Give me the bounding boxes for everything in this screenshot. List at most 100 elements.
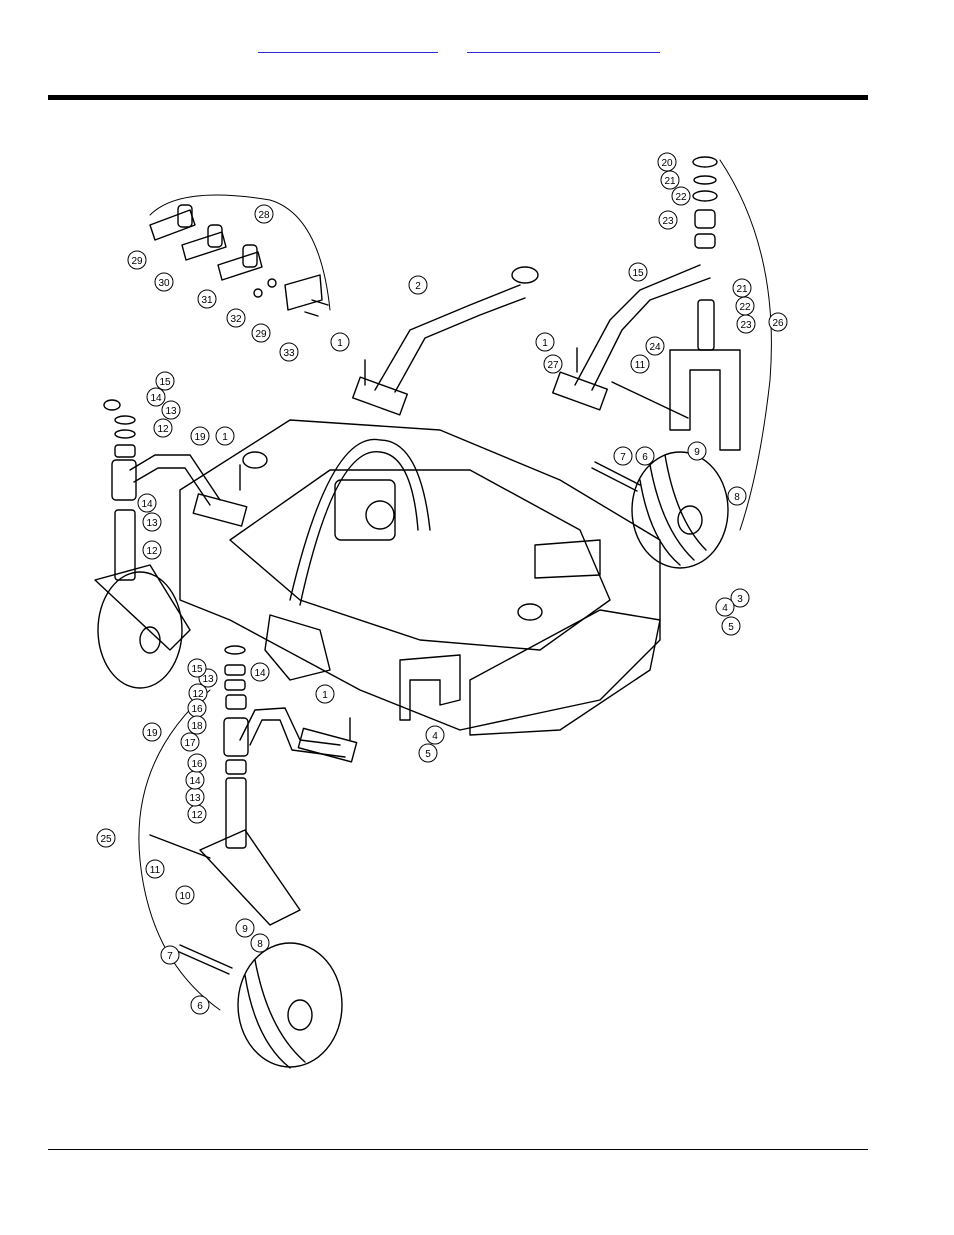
- svg-text:11: 11: [150, 865, 161, 876]
- callout-11: 11: [631, 355, 649, 373]
- svg-text:2: 2: [415, 281, 421, 292]
- svg-text:16: 16: [191, 759, 203, 770]
- right-stack-23a: [695, 210, 715, 228]
- svg-text:13: 13: [165, 406, 177, 417]
- callout-10: 10: [176, 886, 194, 904]
- callout-29: 29: [128, 251, 146, 269]
- callout-21: 21: [661, 171, 679, 189]
- deck-top-surface: [230, 470, 610, 650]
- callout-13b: 13: [143, 513, 161, 531]
- callout-7b: 7: [161, 946, 179, 964]
- svg-text:4: 4: [432, 731, 438, 742]
- svg-text:29: 29: [131, 256, 143, 267]
- callout-12b: 12: [143, 541, 161, 559]
- front-left-fork: [200, 830, 300, 925]
- svg-text:1: 1: [542, 338, 548, 349]
- svg-text:7: 7: [620, 452, 626, 463]
- callout-22b: 22: [736, 297, 754, 315]
- svg-text:12: 12: [191, 810, 203, 821]
- callout-13d: 13: [186, 788, 204, 806]
- callout-16: 16: [188, 699, 206, 717]
- callout-16b: 16: [188, 754, 206, 772]
- callout-19b: 19: [143, 723, 161, 741]
- inset-leveling-link-30: [182, 232, 226, 260]
- front-left-arm: [240, 708, 340, 745]
- callout-26: 26: [769, 313, 787, 331]
- svg-text:10: 10: [179, 891, 191, 902]
- right-stack-22: [693, 191, 717, 201]
- a-frame-tube: [290, 439, 430, 600]
- front-left-stack-12: [225, 680, 245, 690]
- header-rule: [48, 95, 868, 100]
- header-link-1[interactable]: [258, 38, 438, 53]
- footer-rule: [48, 1149, 868, 1150]
- callout-27: 27: [544, 355, 562, 373]
- deck-knob-left: [243, 452, 267, 468]
- left-rear-stack-13: [115, 430, 135, 438]
- inset-leveling-link-29: [150, 210, 195, 240]
- svg-text:24: 24: [649, 342, 661, 353]
- callout-12d: 12: [188, 805, 206, 823]
- callout-5: 5: [722, 617, 740, 635]
- svg-text:23: 23: [662, 216, 674, 227]
- right-stack-20: [693, 157, 717, 167]
- svg-text:1: 1: [322, 690, 328, 701]
- callout-17: 17: [181, 733, 199, 751]
- callout-21b: 21: [733, 279, 751, 297]
- leader-26: [720, 160, 771, 530]
- callout-20: 20: [658, 153, 676, 171]
- svg-text:7: 7: [167, 951, 173, 962]
- svg-text:1: 1: [222, 432, 228, 443]
- callout-6: 6: [636, 447, 654, 465]
- front-left-tube: [224, 718, 248, 756]
- svg-text:1: 1: [337, 338, 343, 349]
- a-frame-tube-inner: [300, 452, 418, 605]
- callout-9: 9: [688, 442, 706, 460]
- callout-15c: 15: [188, 659, 206, 677]
- svg-text:20: 20: [661, 158, 673, 169]
- callout-25: 25: [97, 829, 115, 847]
- callout-4: 4: [716, 598, 734, 616]
- svg-text:13: 13: [202, 674, 214, 685]
- svg-text:21: 21: [664, 176, 676, 187]
- hitch-arm-center: [375, 285, 520, 390]
- callouts: 1 1 1 1 2 3 4 4 5 5 6 6 7 7 8 8 9 9 10 1…: [97, 153, 787, 1014]
- svg-text:27: 27: [547, 360, 559, 371]
- front-left-wheel: [238, 943, 342, 1067]
- svg-text:14: 14: [150, 393, 162, 404]
- hitch-arm-right-plate: [553, 372, 608, 410]
- svg-text:14: 14: [189, 776, 201, 787]
- svg-text:12: 12: [192, 689, 204, 700]
- header-link-2[interactable]: [467, 38, 660, 53]
- right-caster-fork: [670, 350, 740, 450]
- left-rear-stack-15: [104, 400, 120, 410]
- deck-knob-right: [518, 604, 542, 620]
- svg-text:6: 6: [642, 452, 648, 463]
- callout-8b: 8: [251, 934, 269, 952]
- svg-text:14: 14: [254, 668, 266, 679]
- svg-text:19: 19: [146, 728, 158, 739]
- front-left-wheel-hub: [288, 1000, 312, 1030]
- svg-text:30: 30: [158, 278, 170, 289]
- callout-8: 8: [728, 487, 746, 505]
- svg-text:23: 23: [740, 320, 752, 331]
- right-stack-spindle: [698, 300, 714, 350]
- callout-12: 12: [154, 419, 172, 437]
- right-fork-bolt: [612, 382, 688, 418]
- svg-text:11: 11: [635, 360, 646, 371]
- callout-4b: 4: [426, 726, 444, 744]
- svg-text:14: 14: [141, 499, 153, 510]
- callout-14b: 14: [138, 494, 156, 512]
- parts-diagram: 1 1 1 1 2 3 4 4 5 5 6 6 7 7 8 8 9 9 10 1…: [84, 140, 804, 1075]
- callout-11b: 11: [146, 860, 164, 878]
- svg-text:8: 8: [734, 492, 740, 503]
- callout-23b: 23: [737, 315, 755, 333]
- svg-text:15: 15: [191, 664, 203, 675]
- svg-text:31: 31: [201, 295, 213, 306]
- svg-text:33: 33: [283, 348, 295, 359]
- hitch-arm-center-inner: [395, 298, 525, 392]
- svg-text:8: 8: [257, 939, 263, 950]
- gearbox: [335, 480, 395, 540]
- left-rear-stack-12: [115, 445, 135, 457]
- left-rear-stack-14: [115, 416, 135, 424]
